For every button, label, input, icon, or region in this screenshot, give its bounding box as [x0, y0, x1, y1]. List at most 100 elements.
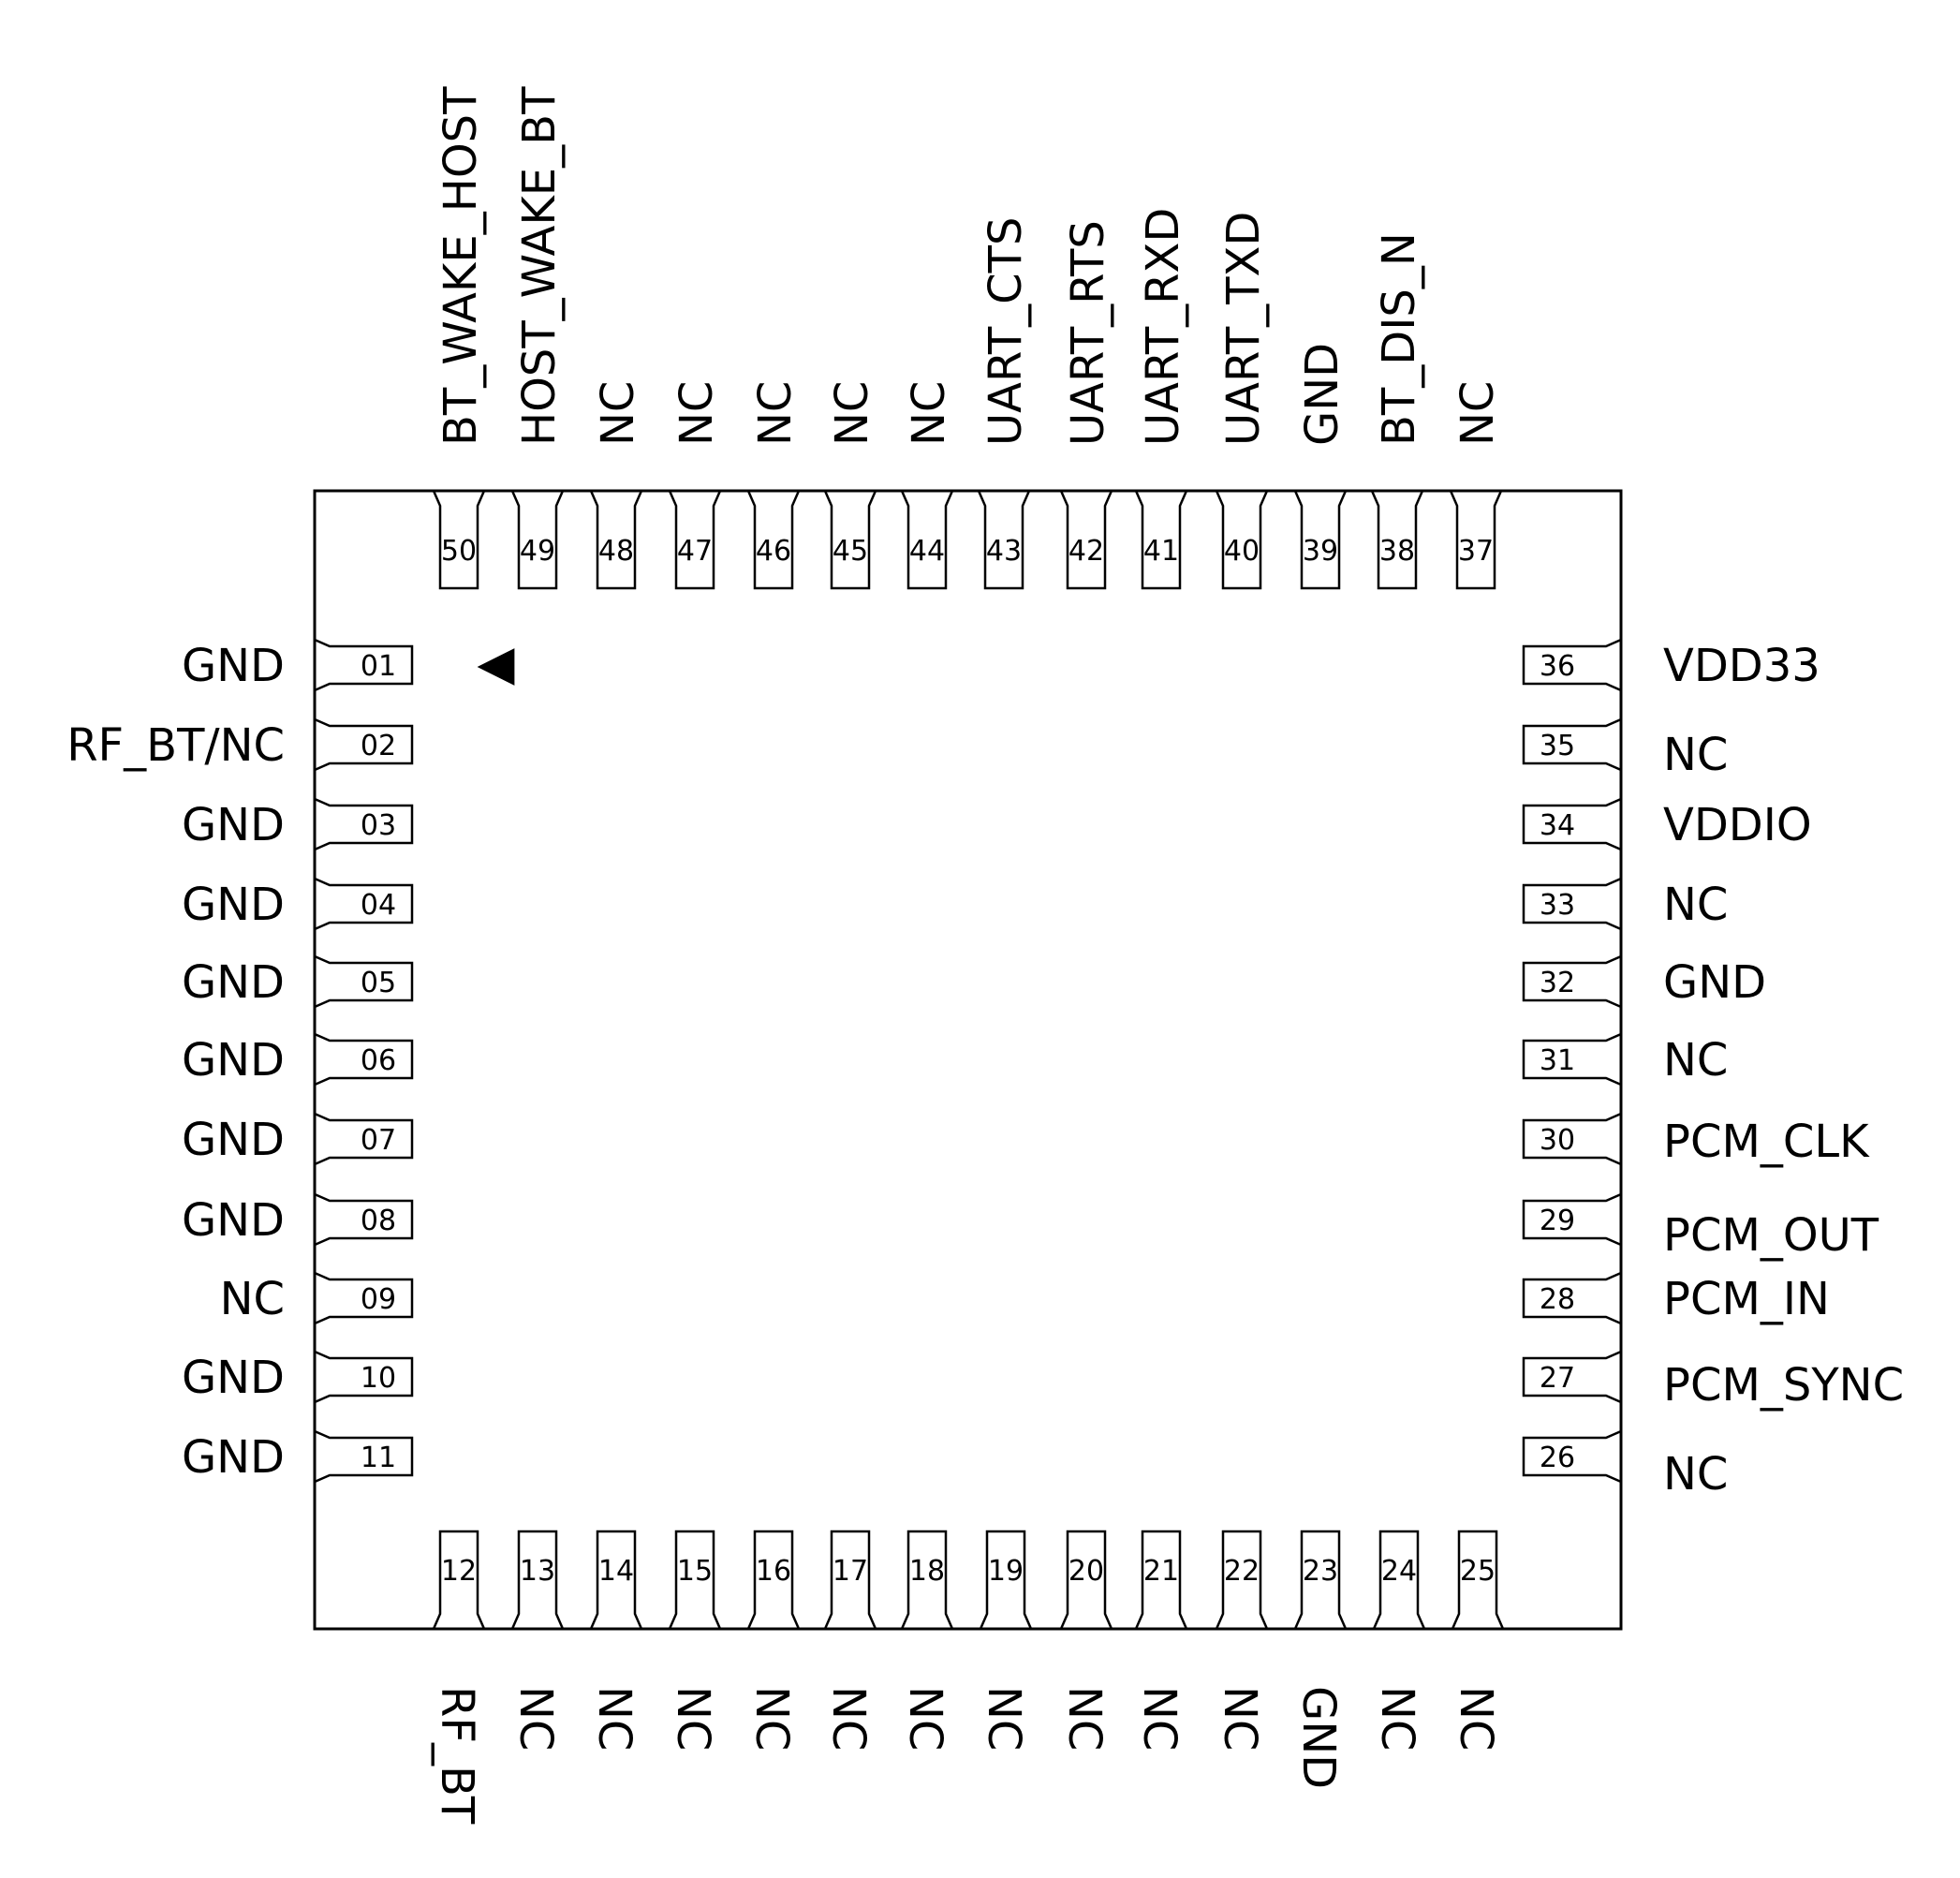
pin-label: NC: [671, 381, 723, 446]
pad-top: [1059, 490, 1113, 590]
pad-right: [1522, 1192, 1622, 1247]
pin-11: 11 GND: [182, 1429, 414, 1484]
pad-top: [823, 490, 877, 590]
pin-label: NC: [1450, 1686, 1502, 1751]
pin-number: 03: [361, 809, 396, 842]
pin-label: RF_BT/NC: [66, 719, 285, 772]
pad-left: [314, 954, 414, 1009]
pin-label: NC: [588, 1686, 641, 1751]
pin-number: 11: [361, 1442, 396, 1474]
pin-number: 23: [1303, 1555, 1338, 1588]
pin-number: 29: [1540, 1205, 1575, 1237]
pin-number: 30: [1540, 1124, 1575, 1157]
pin-label: NC: [1663, 729, 1728, 781]
pad-top: [1293, 490, 1348, 590]
pin-number: 21: [1143, 1555, 1179, 1588]
pin-number: 19: [988, 1555, 1024, 1588]
pin-label: NC: [1663, 879, 1728, 931]
pin-label: GND: [182, 1034, 285, 1087]
pin-label: GND: [182, 1431, 285, 1484]
pin-number: 31: [1540, 1044, 1575, 1077]
pad-right: [1522, 1350, 1622, 1404]
pin-08: 08 GND: [182, 1192, 414, 1247]
pad-top: [668, 490, 722, 590]
pin-number: 25: [1460, 1555, 1496, 1588]
pin-number: 46: [756, 535, 791, 568]
pin-number: 04: [361, 889, 396, 922]
pin-32: 32 GND: [1522, 954, 1766, 1009]
pad-left: [314, 717, 414, 772]
pad-bottom: [1372, 1530, 1426, 1630]
pin-label: GND: [182, 1194, 285, 1247]
pin-label: BT_DIS_N: [1373, 232, 1425, 446]
package-outline: [313, 489, 1623, 1631]
pins-layer: 01GND02RF_BT/NC03GND04GND05GND06GND07GND…: [66, 86, 1904, 1825]
pin-number: 22: [1224, 1555, 1260, 1588]
pin-number: 08: [361, 1205, 396, 1237]
pad-bottom: [1059, 1530, 1113, 1630]
pin-number: 36: [1540, 650, 1575, 683]
pin-label: GND: [182, 640, 285, 692]
pad-right: [1522, 638, 1622, 692]
pin-number: 07: [361, 1124, 396, 1157]
pad-right: [1522, 717, 1622, 772]
pin-number: 32: [1540, 967, 1575, 999]
pin-number: 38: [1379, 535, 1415, 568]
pad-right: [1522, 797, 1622, 851]
pin-number: 16: [756, 1555, 791, 1588]
pin-number: 09: [361, 1283, 396, 1316]
pad-top: [1449, 490, 1503, 590]
pin-label: NC: [220, 1273, 285, 1325]
pin-number: 45: [833, 535, 868, 568]
pad-left: [314, 797, 414, 851]
pad-right: [1522, 1032, 1622, 1087]
pin-number: 37: [1458, 535, 1494, 568]
pin-label: NC: [826, 381, 878, 446]
pin-number: 28: [1540, 1283, 1575, 1316]
pad-bottom: [746, 1530, 801, 1630]
pin-label: NC: [978, 1686, 1030, 1751]
pin-label: VDDIO: [1663, 799, 1812, 851]
pin-label: GND: [1663, 956, 1766, 1009]
pin-number: 47: [677, 535, 713, 568]
pad-bottom: [1134, 1530, 1188, 1630]
pin-label: PCM_SYNC: [1663, 1359, 1904, 1412]
pad-top: [510, 490, 565, 590]
pin-label: NC: [1214, 1686, 1266, 1751]
pin1-marker-icon: ▲: [464, 648, 521, 686]
pad-left: [314, 1429, 414, 1484]
pad-bottom: [1215, 1530, 1269, 1630]
pin-number: 39: [1303, 535, 1338, 568]
pin-label: RF_BT: [431, 1686, 483, 1825]
pin-number: 17: [833, 1555, 868, 1588]
pin-number: 13: [520, 1555, 555, 1588]
pin-45: 45 NC: [823, 381, 878, 590]
